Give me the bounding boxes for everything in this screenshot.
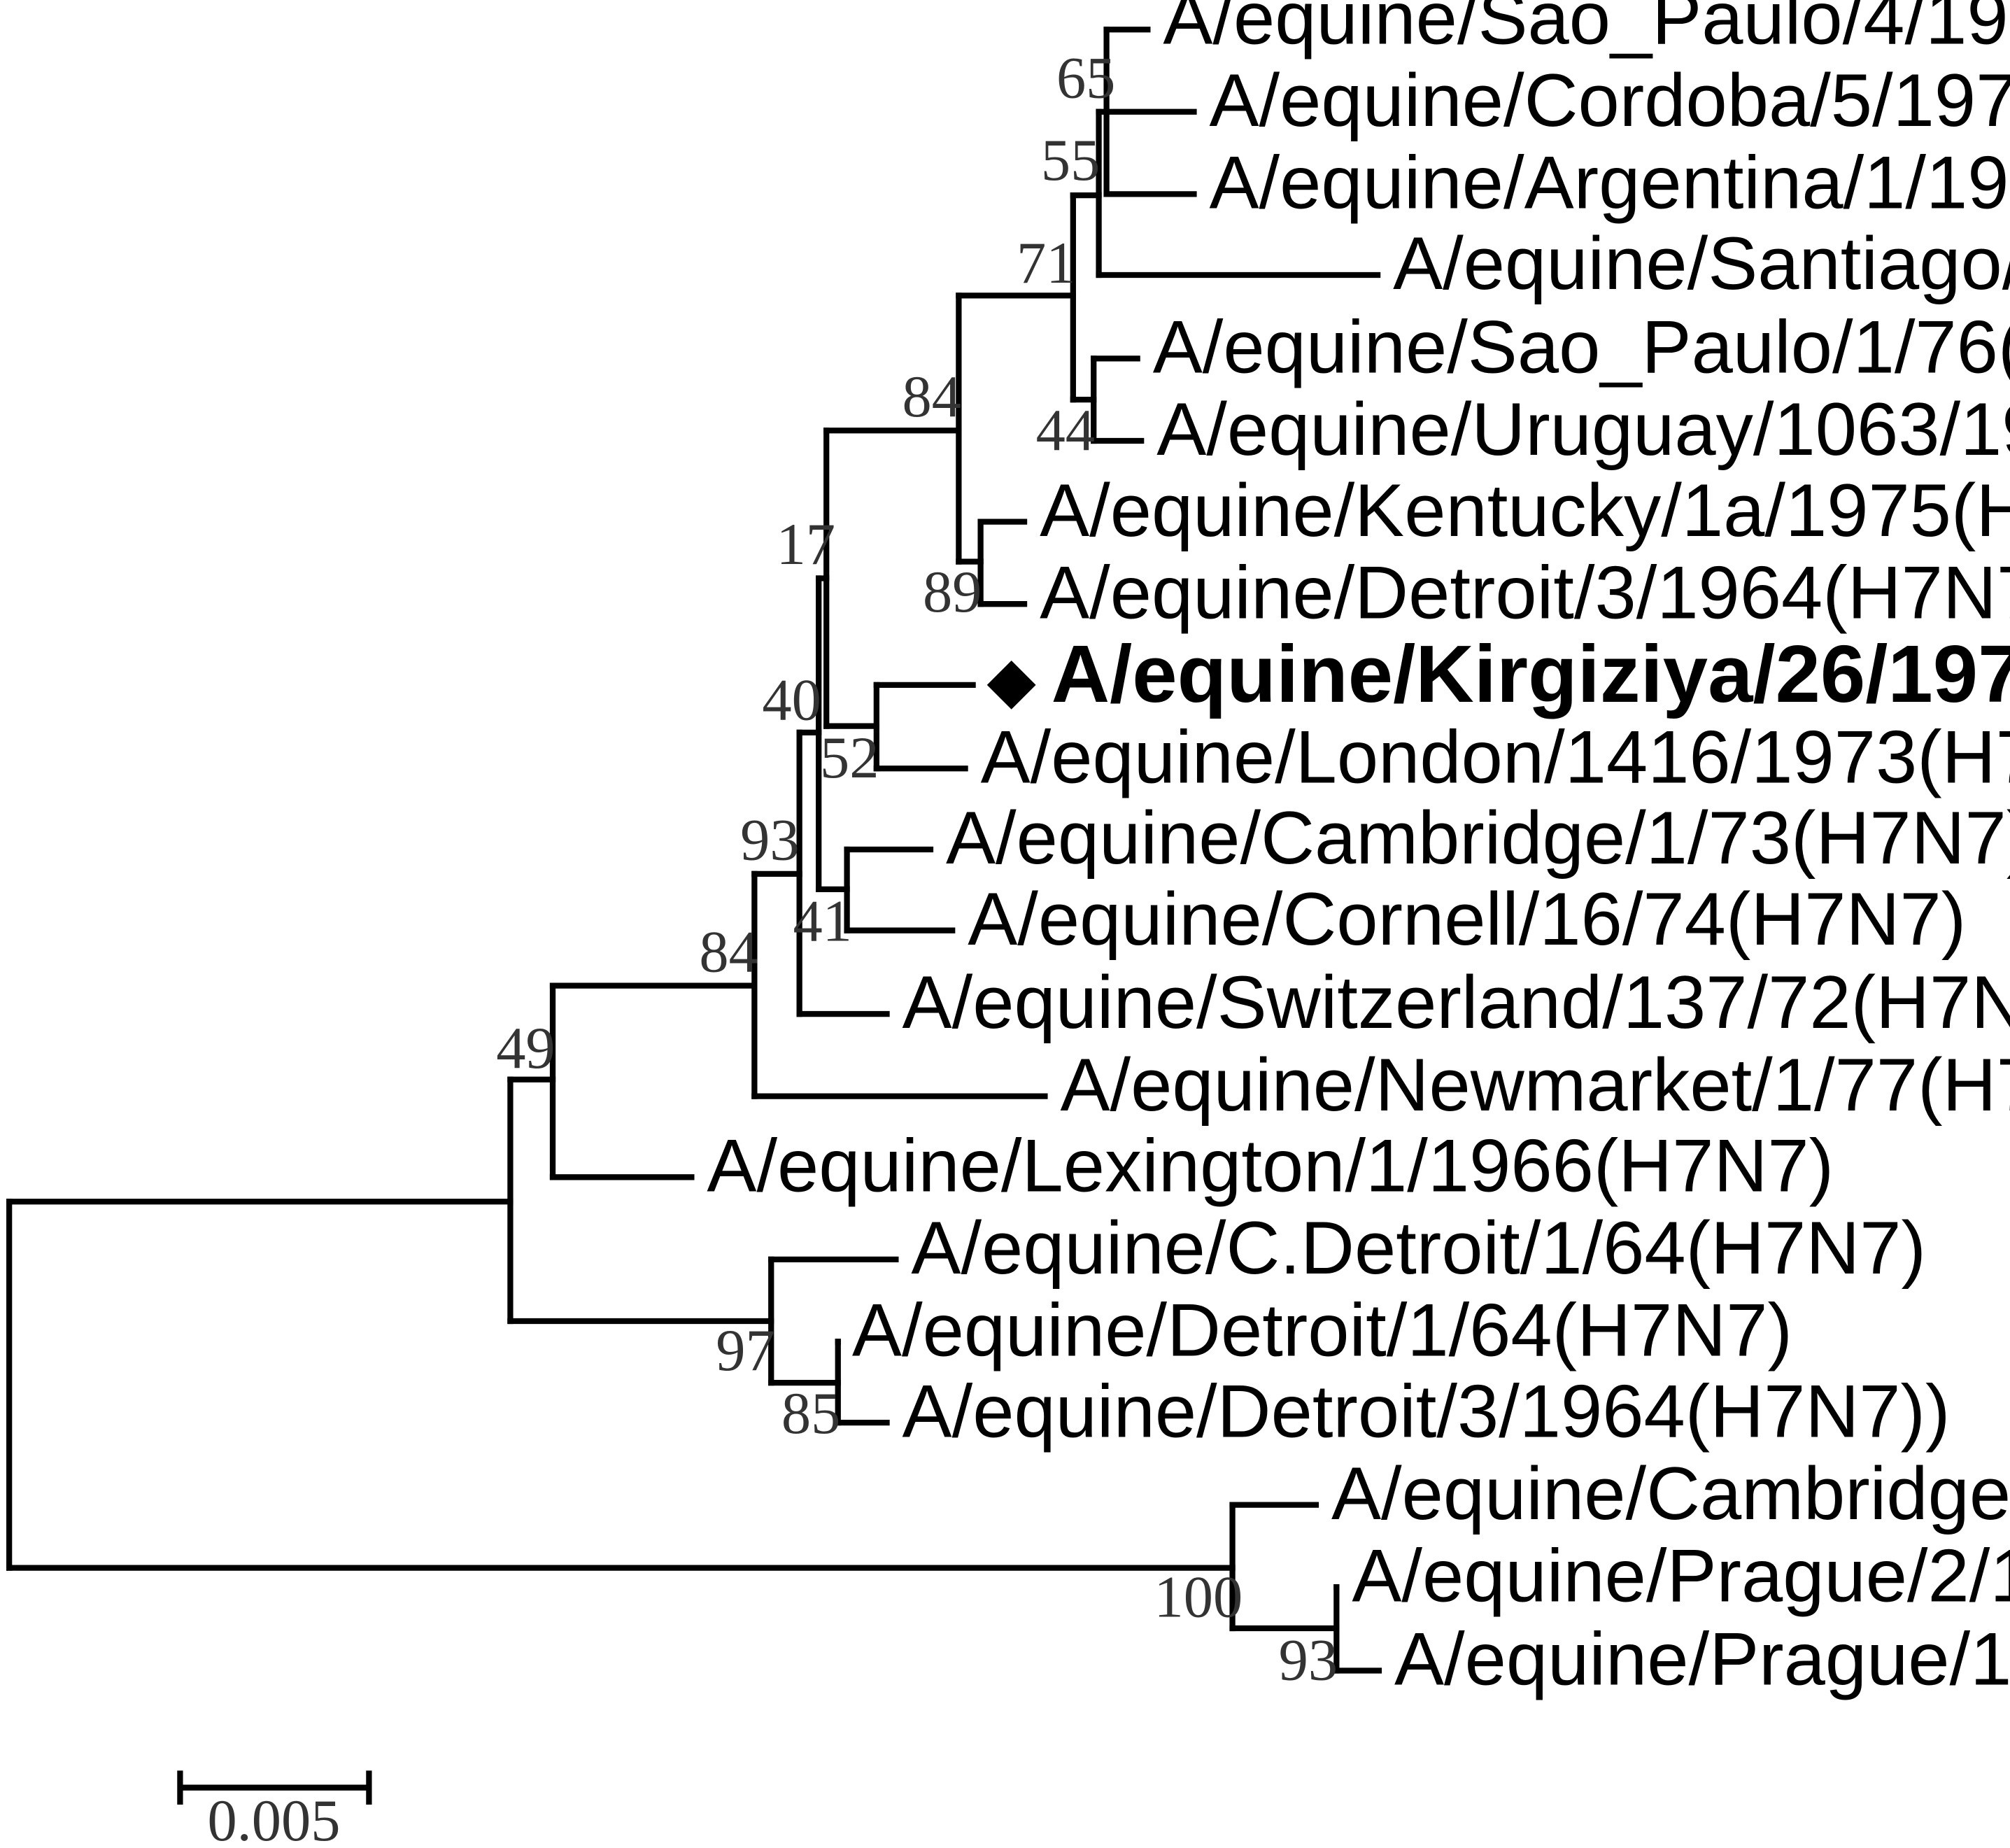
leaf-label: A/equine/Switzerland/137/72(H7N7)	[903, 961, 2010, 1044]
diamond-icon	[986, 661, 1036, 710]
bootstrap-value: 52	[820, 726, 879, 791]
leaf-label: A/equine/Cordoba/5/1976(H7N7)	[1210, 59, 2010, 142]
leaf-label: A/equine/Detroit/1/64(H7N7)	[852, 1289, 1792, 1372]
leaf-label: A/equine/Prague/2/1956(H7N7)	[1352, 1534, 2010, 1617]
scale-bar-label: 0.005	[207, 1789, 340, 1848]
bootstrap-value: 93	[1279, 1628, 1338, 1693]
bootstrap-value: 97	[716, 1318, 774, 1383]
bootstrap-value: 17	[777, 512, 835, 577]
leaf-label: A/equine/Sao_Paulo/4/1976(H7N7)	[1163, 0, 2010, 59]
bootstrap-value: 49	[496, 1016, 555, 1081]
scale-bar-line	[177, 1770, 372, 1805]
leaf-label: A/equine/Argentina/1/1977(H7N7)	[1210, 141, 2010, 225]
leaf-label: A/equine/Cambridge/1/63(H7N7)	[1331, 1452, 2010, 1535]
bootstrap-value: 84	[903, 365, 961, 430]
leaf-label: A/equine/London/1416/1973(H7N7)	[981, 715, 2010, 798]
leaf-label: A/equine/Cornell/16/74(H7N7)	[968, 877, 1966, 961]
leaf-label: A/equine/C.Detroit/1/64(H7N7)	[911, 1206, 1925, 1290]
bootstrap-value: 55	[1041, 128, 1100, 193]
bootstrap-value: 89	[923, 560, 982, 625]
leaf-label: A/equine/Sao_Paulo/1/76(H7N7)	[1153, 306, 2010, 389]
leaf-label: A/equine/Cambridge/1/73(H7N7)	[946, 796, 2010, 880]
bootstrap-values: 65 55 71 44 84 89 17 40 52 93 41 84 49 9…	[496, 46, 1338, 1693]
leaf-label: A/equine/Kentucky/1a/1975(H7N7)	[1040, 469, 2010, 552]
leaf-label: A/equine/Detroit/3/1964(H7N7)	[1040, 551, 2010, 634]
leaf-label-highlighted: A/equine/Kirgiziya/26/1974(H7N7)	[1052, 628, 2010, 719]
bootstrap-value: 84	[699, 919, 758, 985]
leaf-label: A/equine/Prague/1/1956(H7N7)	[1394, 1618, 2010, 1701]
bootstrap-value: 100	[1154, 1565, 1243, 1630]
scale-bar: 0.005	[177, 1770, 372, 1848]
leaf-label: A/equine/Lexington/1/1966(H7N7)	[707, 1124, 1834, 1208]
bootstrap-value: 40	[762, 668, 821, 733]
bootstrap-value: 41	[793, 889, 851, 954]
leaf-label: A/equine/Newmarket/1/77(H7N7)	[1060, 1043, 2010, 1127]
leaf-label: A/equine/Detroit/3/1964(H7N7))	[903, 1369, 1951, 1453]
leaf-label: A/equine/Uruguay/1063/1976(H7N7)	[1156, 388, 2010, 471]
leaf-label: A/equine/Santiago/77(H7N7)	[1393, 222, 2010, 305]
bootstrap-value: 85	[781, 1381, 840, 1446]
leaf-labels: A/equine/Sao_Paulo/4/1976(H7N7) A/equine…	[707, 0, 2010, 1701]
bootstrap-value: 93	[740, 808, 799, 873]
bootstrap-value: 65	[1056, 46, 1115, 111]
bootstrap-value: 71	[1017, 231, 1075, 296]
tree-branches	[6, 27, 1382, 1674]
bootstrap-value: 44	[1036, 398, 1095, 463]
